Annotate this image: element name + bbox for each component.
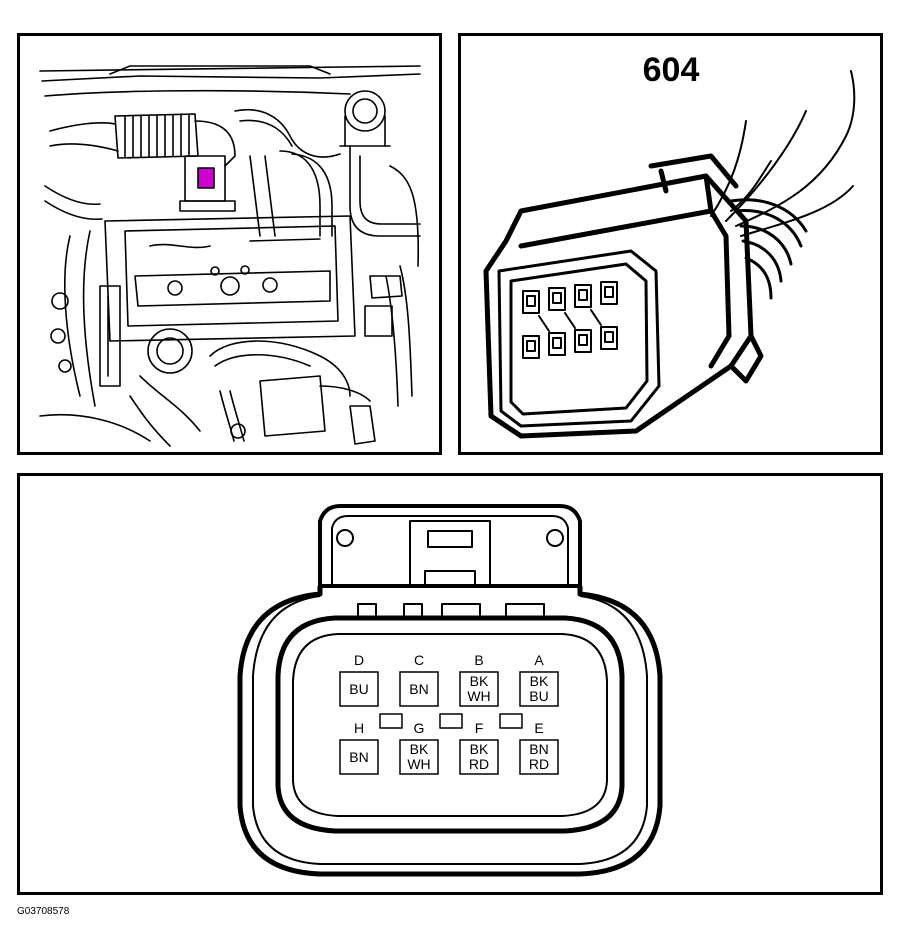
pin-wire-color: BN bbox=[409, 681, 428, 697]
valve-cover bbox=[104, 215, 356, 342]
pin-box bbox=[399, 739, 439, 775]
engine-bay-illustration bbox=[39, 65, 421, 447]
pin-c: C BN bbox=[399, 652, 439, 707]
connector-isometric-panel: 604 bbox=[458, 33, 883, 455]
engine-bay-panel bbox=[17, 33, 442, 455]
connector-isometric-illustration: 604 bbox=[483, 51, 856, 439]
sensor-highlight-marker bbox=[197, 167, 215, 189]
pin-letter: A bbox=[534, 652, 544, 668]
pin-cavities bbox=[522, 281, 618, 359]
pin-h: H BN bbox=[339, 720, 379, 775]
pin-wire-color: BN bbox=[349, 749, 368, 765]
pin-box bbox=[399, 671, 439, 707]
figure-code: G03708578 bbox=[17, 906, 70, 917]
connector-number-label: 604 bbox=[643, 51, 700, 89]
pin-box bbox=[339, 671, 379, 707]
pin-d: D BU bbox=[339, 652, 379, 707]
pin-box bbox=[459, 671, 499, 707]
pin-box bbox=[459, 739, 499, 775]
pin-letter: G bbox=[414, 720, 425, 736]
connector-face-outline bbox=[237, 504, 663, 877]
wire-bundle bbox=[710, 70, 856, 237]
pin-letter: F bbox=[475, 720, 484, 736]
pin-letter: E bbox=[534, 720, 543, 736]
connector-body bbox=[483, 153, 764, 439]
pin-letter: H bbox=[354, 720, 364, 736]
pin-box bbox=[339, 739, 379, 775]
sensor-location bbox=[179, 155, 236, 212]
pin-letter: D bbox=[354, 652, 364, 668]
pin-wire-color: BU bbox=[349, 681, 368, 697]
pin-letter: C bbox=[414, 652, 424, 668]
intake-hose bbox=[49, 113, 236, 167]
pin-letter: B bbox=[474, 652, 483, 668]
pin-box bbox=[519, 671, 559, 707]
pin-box bbox=[519, 739, 559, 775]
